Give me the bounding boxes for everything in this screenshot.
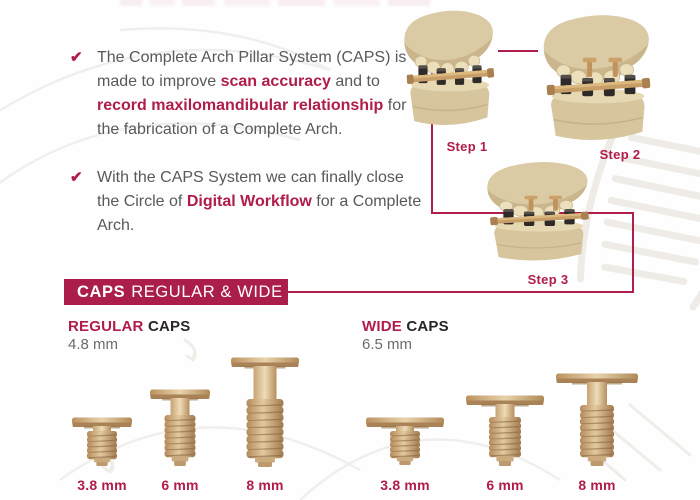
heading-rest: CAPS <box>401 318 449 335</box>
step-2-label: Step 2 <box>599 147 641 162</box>
caps-screw-regular-3-8mm <box>71 417 133 471</box>
connector-line-to-banner <box>288 291 634 293</box>
regular-size-label-6mm: 6 mm <box>161 477 199 493</box>
caps-screw-regular-8mm <box>230 357 300 472</box>
caps-screw-wide-6mm <box>465 395 545 471</box>
wide-size-label-8mm: 8 mm <box>578 477 616 493</box>
bullet-item: ✔ The Complete Arch Pillar System (CAPS)… <box>70 46 422 142</box>
banner-title-bold: CAPS <box>77 282 126 301</box>
checkmark-icon: ✔ <box>70 49 83 66</box>
bullet-text: With the CAPS System we can finally clos… <box>97 169 422 234</box>
wide-size-label-6mm: 6 mm <box>486 477 524 493</box>
step-3-label: Step 3 <box>527 272 569 287</box>
intro-bullets: ✔ The Complete Arch Pillar System (CAPS)… <box>70 46 422 262</box>
regular-size-label-8mm: 8 mm <box>246 477 284 493</box>
clipped-title-remnant <box>120 0 430 6</box>
wide-size-label-3-8mm: 3.8 mm <box>380 477 430 493</box>
dental-model-step-3 <box>478 158 600 270</box>
connector-line-right-down <box>632 212 634 292</box>
heading-accent: REGULAR <box>68 318 144 335</box>
regular-caps-heading: REGULAR CAPS <box>68 318 190 335</box>
checkmark-icon: ✔ <box>70 169 83 186</box>
connector-line-step1-down <box>431 68 433 214</box>
heading-accent: WIDE <box>362 318 402 335</box>
caps-screw-wide-8mm <box>555 373 639 471</box>
wide-caps-heading: WIDE CAPS <box>362 318 449 335</box>
bullet-item: ✔ With the CAPS System we can finally cl… <box>70 166 422 238</box>
caps-screw-wide-3-8mm <box>365 417 445 470</box>
bullet-text: The Complete Arch Pillar System (CAPS) i… <box>97 49 407 138</box>
heading-rest: CAPS <box>143 318 191 335</box>
dental-model-step-1 <box>396 6 504 136</box>
connector-line-step1-step2 <box>498 50 538 52</box>
banner-title-rest: REGULAR & WIDE <box>131 282 283 301</box>
caps-regular-wide-banner: CAPS REGULAR & WIDE <box>64 279 288 305</box>
caps-screw-regular-6mm <box>149 389 211 471</box>
regular-caps-diameter: 4.8 mm <box>68 336 119 353</box>
wide-caps-diameter: 6.5 mm <box>362 336 413 353</box>
regular-size-label-3-8mm: 3.8 mm <box>77 477 127 493</box>
dental-model-step-2 <box>534 10 662 152</box>
step-1-label: Step 1 <box>446 139 488 154</box>
